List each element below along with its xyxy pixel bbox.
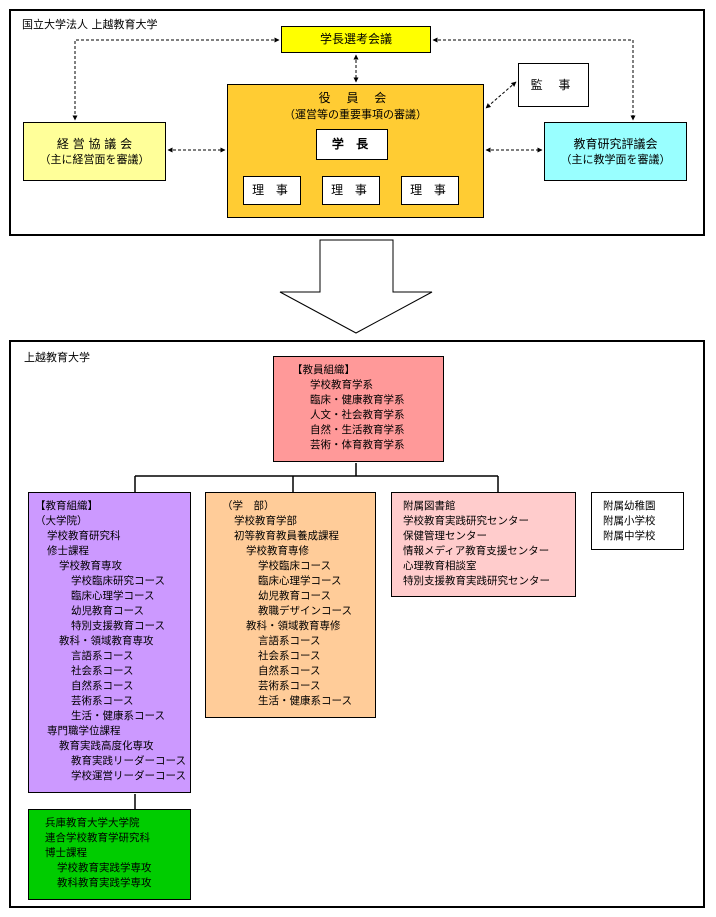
education-council-subtitle: （主に教学面を審議） <box>560 152 671 166</box>
board-subtitle: （運営等の重要事項の審議） <box>284 108 427 121</box>
list-item: 特別支援教育実践研究センター <box>403 575 550 587</box>
list-item: 初等教育教員養成課程 <box>234 530 339 542</box>
management-council-title: 経 営 協 議 会 <box>56 136 133 151</box>
university-title: 上越教育大学 <box>24 351 90 364</box>
list-item: 社会系コース <box>71 665 134 677</box>
facilities-box: 附属図書館学校教育実践研究センター保健管理センター情報メディア教育支援センター心… <box>391 492 576 597</box>
governance-title: 国立大学法人 上越教育大学 <box>22 18 158 31</box>
president-box: 学 長 <box>316 129 388 160</box>
list-item: 自然・生活教育学系 <box>310 424 405 436</box>
list-item: 臨床・健康教育学系 <box>310 394 405 406</box>
director-box-2: 理 事 <box>322 176 380 205</box>
list-item: 専門職学位課程 <box>47 725 121 737</box>
list-item: 教科・領域教育専攻 <box>59 635 154 647</box>
director-box-3: 理 事 <box>401 176 459 205</box>
list-item: 附属図書館 <box>403 500 456 512</box>
list-item: 心理教育相談室 <box>403 560 477 572</box>
list-item: 言語系コース <box>258 635 321 647</box>
list-item: 学校教育実践学専攻 <box>57 862 152 874</box>
list-item: 兵庫教育大学大学院 <box>45 817 140 829</box>
list-item: 【教育組織】 <box>35 500 98 512</box>
list-item: 臨床心理学コース <box>258 575 342 587</box>
facilities-list: 附属図書館学校教育実践研究センター保健管理センター情報メディア教育支援センター心… <box>403 499 550 589</box>
education-council-box: 教育研究評議会 （主に教学面を審議） <box>544 122 687 181</box>
list-item: 学校教育専修 <box>246 545 309 557</box>
undergrad-list: （学 部） 学校教育学部初等教育教員養成課程学校教育専修学校臨床コース臨床心理学コ… <box>222 499 352 709</box>
undergrad-box: （学 部） 学校教育学部初等教育教員養成課程学校教育専修学校臨床コース臨床心理学コ… <box>205 492 376 718</box>
list-item: （学 部） <box>222 500 275 512</box>
list-item: 幼児教育コース <box>258 590 331 602</box>
management-council-box: 経 営 協 議 会 （主に経営面を審議） <box>23 122 166 181</box>
list-item: 附属幼稚園 <box>603 500 656 512</box>
list-item: 学校教育研究科 <box>47 530 121 542</box>
list-item: 教職デザインコース <box>258 605 352 617</box>
list-item: 博士課程 <box>45 847 87 859</box>
list-item: 幼児教育コース <box>71 605 144 617</box>
list-item: 学校教育学系 <box>310 379 373 391</box>
list-item: 言語系コース <box>71 650 134 662</box>
list-item: 附属中学校 <box>603 530 656 542</box>
list-item: 情報メディア教育支援センター <box>403 545 550 557</box>
list-item: 学校臨床コース <box>258 560 331 572</box>
education-council-title: 教育研究評議会 <box>573 136 658 151</box>
list-item: 教科教育実践学専攻 <box>57 877 152 889</box>
list-item: （大学院） <box>35 515 88 527</box>
list-item: 自然系コース <box>71 680 134 692</box>
list-item: 人文・社会教育学系 <box>310 409 405 421</box>
list-item: 学校教育学部 <box>234 515 297 527</box>
schools-list: 附属幼稚園附属小学校附属中学校 <box>603 499 656 544</box>
board-title: 役 員 会 <box>318 91 393 105</box>
auditor-box: 監 事 <box>518 63 589 107</box>
list-item: 学校教育専攻 <box>59 560 122 572</box>
director-box-1: 理 事 <box>243 176 301 205</box>
list-item: 附属小学校 <box>603 515 656 527</box>
list-item: 社会系コース <box>258 650 321 662</box>
list-item: 芸術・体育教育学系 <box>310 439 405 451</box>
education-org-list: 【教育組織】 （大学院） 学校教育研究科修士課程学校教育専攻学校臨床研究コース臨床心… <box>35 499 186 784</box>
list-item: 自然系コース <box>258 665 321 677</box>
list-item: 生活・健康系コース <box>258 695 352 707</box>
list-item: 芸術系コース <box>71 695 134 707</box>
education-org-box: 【教育組織】 （大学院） 学校教育研究科修士課程学校教育専攻学校臨床研究コース臨床心… <box>28 492 191 793</box>
management-council-subtitle: （主に経営面を審議） <box>39 152 150 166</box>
faculty-org-list: 【教員組織】学校教育学系臨床・健康教育学系人文・社会教育学系自然・生活教育学系芸… <box>292 363 405 453</box>
list-item: 修士課程 <box>47 545 89 557</box>
hyogo-box: 兵庫教育大学大学院連合学校教育学研究科博士課程学校教育実践学専攻教科教育実践学専… <box>28 809 191 900</box>
list-item: 芸術系コース <box>258 680 321 692</box>
list-item: 学校臨床研究コース <box>71 575 165 587</box>
list-item: 学校教育実践研究センター <box>403 515 529 527</box>
list-item: 学校運営リーダーコース <box>71 770 186 782</box>
list-item: 臨床心理学コース <box>71 590 155 602</box>
list-item: 連合学校教育学研究科 <box>45 832 150 844</box>
list-item: 特別支援教育コース <box>71 620 165 632</box>
schools-box: 附属幼稚園附属小学校附属中学校 <box>591 492 684 550</box>
list-item: 【教員組織】 <box>292 364 355 376</box>
faculty-org-box: 【教員組織】学校教育学系臨床・健康教育学系人文・社会教育学系自然・生活教育学系芸… <box>273 356 444 462</box>
list-item: 保健管理センター <box>403 530 487 542</box>
list-item: 教育実践リーダーコース <box>71 755 186 767</box>
list-item: 教育実践高度化専攻 <box>59 740 154 752</box>
president-selection-box: 学長選考会議 <box>281 26 431 53</box>
list-item: 教科・領域教育専修 <box>246 620 341 632</box>
hyogo-list: 兵庫教育大学大学院連合学校教育学研究科博士課程学校教育実践学専攻教科教育実践学専… <box>45 816 152 891</box>
list-item: 生活・健康系コース <box>71 710 165 722</box>
